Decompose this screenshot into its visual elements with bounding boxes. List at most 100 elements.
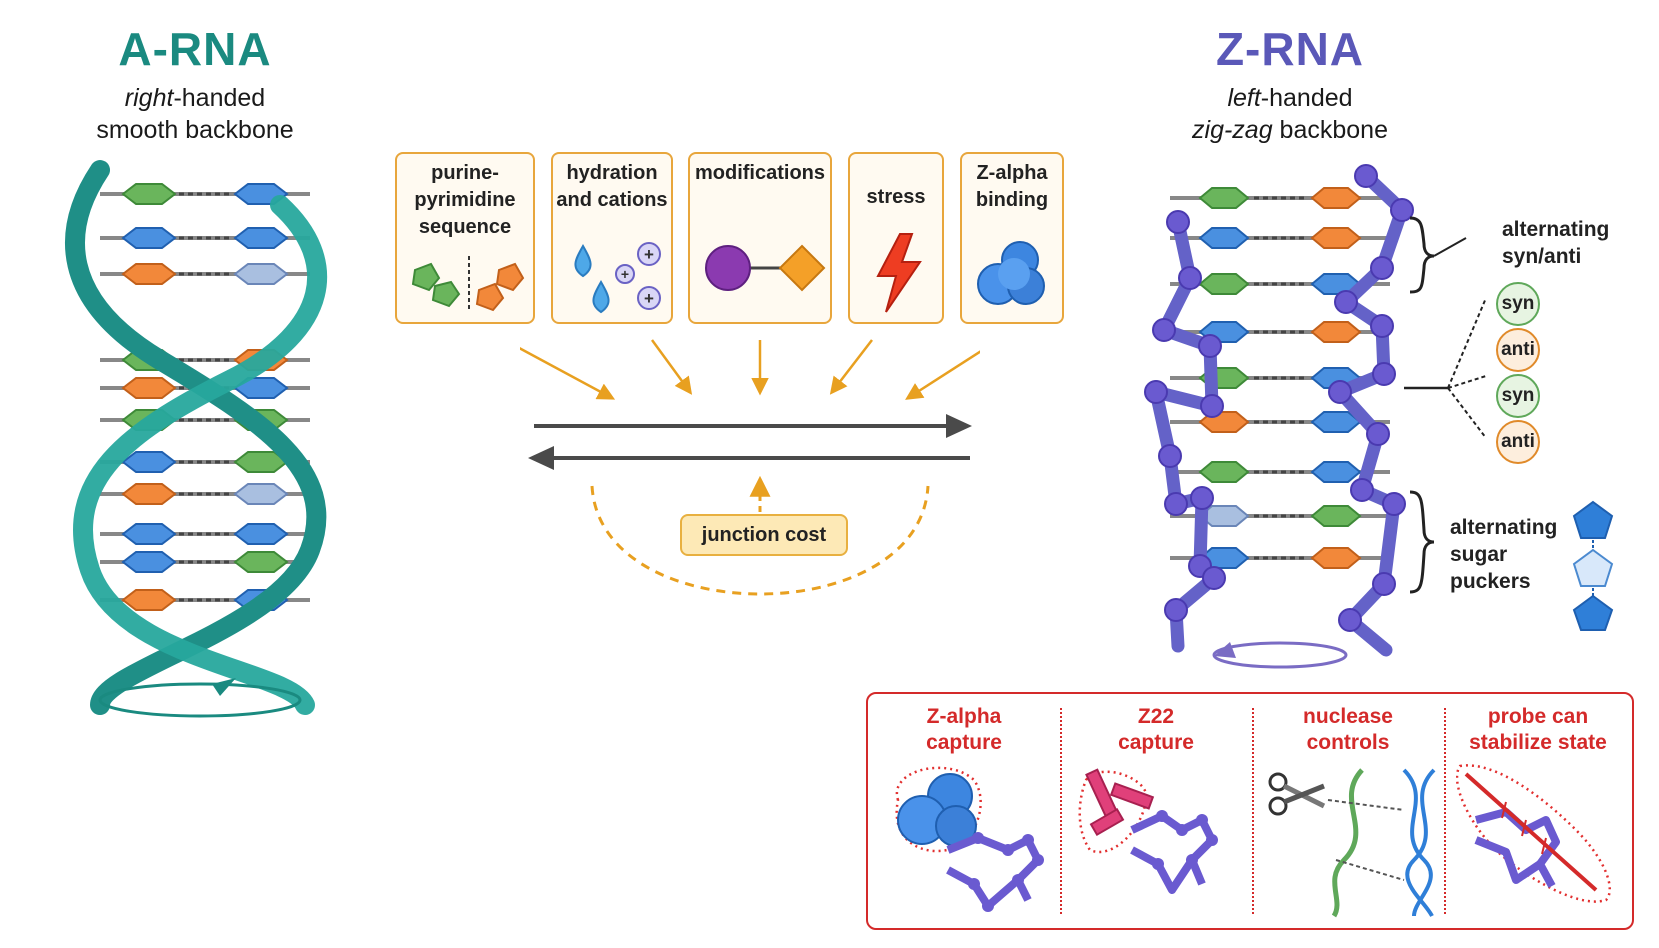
a-rna-helix [65, 160, 328, 718]
evidence-z22-label: Z22 capture [1118, 705, 1194, 754]
evidence-zalpha-label: Z-alpha capture [926, 705, 1002, 754]
base-icon [121, 183, 177, 205]
water-cations-icon: + + + [574, 242, 661, 314]
a-rna-backbone-strand-2 [73, 195, 328, 715]
z-rna-rotation-arrow [1212, 641, 1348, 669]
probe-stabilize-illustration [1456, 764, 1611, 903]
phosphate-node [1354, 164, 1378, 188]
factor-modifications-label: modifications [694, 162, 825, 184]
a-rna-rotation-arrowhead [212, 678, 236, 696]
nuclease-controls-illustration [1268, 768, 1436, 918]
phosphate-node [1370, 256, 1394, 280]
z-rna-helix [1144, 164, 1414, 669]
phosphate-node [1164, 598, 1188, 622]
phosphate-node [1372, 572, 1396, 596]
conformation-syn-1: syn [1496, 282, 1540, 326]
phosphate-node [1202, 566, 1226, 590]
phosphate-node [1366, 422, 1390, 446]
sugar-pucker-icons [1572, 500, 1614, 631]
a-rna-handedness: right [124, 84, 174, 112]
factor-arrow-5 [905, 350, 980, 400]
z-rna-base-pairs [1170, 187, 1390, 569]
z-rna-handedness: left [1227, 84, 1261, 112]
base-icon [1310, 547, 1362, 569]
a-rna-backbone-strand-1 [65, 160, 327, 715]
z-rna-phosphate-nodes [1144, 164, 1414, 632]
conformation-anti-1: anti [1496, 328, 1540, 372]
base-icon [233, 263, 289, 285]
base-icon [121, 483, 177, 505]
base-icon [121, 451, 177, 473]
phosphate-node [1178, 266, 1202, 290]
base-icon [121, 377, 177, 399]
base-icon [121, 523, 177, 545]
phosphate-node [1158, 444, 1182, 468]
conformation-syn-2: syn [1496, 374, 1540, 418]
zalpha-capture-illustration [895, 766, 1044, 912]
base-icon [1310, 227, 1362, 249]
phosphate-node [1164, 492, 1188, 516]
factor-sequence-box: purine- pyrimidine sequence [395, 152, 535, 324]
phosphate-node [1382, 492, 1406, 516]
z-rna-title: Z-RNA [1215, 23, 1365, 75]
scissors-icon [1268, 772, 1326, 816]
a-rna-backbone-label: smooth backbone [96, 116, 294, 144]
z-rna-subtitle: left-handed zig-zag backbone [1135, 82, 1445, 146]
purine-pyrimidine-icon [411, 256, 525, 312]
alternating-syn-anti-label: alternating syn/anti [1502, 218, 1610, 268]
reverse-arrowhead [528, 446, 554, 470]
evidence-divider-1 [1060, 708, 1062, 914]
phosphate-node [1166, 210, 1190, 234]
modification-icon [705, 244, 826, 292]
phosphate-node [1370, 314, 1394, 338]
phosphate-node [1328, 380, 1352, 404]
base-icon [1310, 321, 1362, 343]
phosphate-node [1390, 198, 1414, 222]
evidence-nuclease-label: nuclease controls [1303, 705, 1393, 754]
phosphate-node [1372, 362, 1396, 386]
a-rna-title: A-RNA [118, 23, 272, 75]
phosphate-node [1350, 478, 1374, 502]
z22-capture-illustration [1078, 768, 1218, 894]
factor-hydration-box: hydration and cations + + + [551, 152, 673, 324]
factor-modifications-box: modifications [688, 152, 832, 324]
factor-stress-label: stress [866, 186, 926, 208]
phosphate-node [1198, 334, 1222, 358]
base-icon [1198, 505, 1250, 527]
evidence-divider-3 [1444, 708, 1446, 914]
phosphate-node [1190, 486, 1214, 510]
base-icon [1310, 461, 1362, 483]
base-icon [1310, 505, 1362, 527]
forward-arrowhead [946, 414, 972, 438]
z-rna-backbone-rest: backbone [1272, 116, 1388, 144]
z-rna-handed-suffix: -handed [1260, 84, 1353, 112]
base-icon [1198, 187, 1250, 209]
phosphate-node [1334, 290, 1358, 314]
base-icon [121, 263, 177, 285]
base-icon [233, 483, 289, 505]
factor-stress-box: stress [848, 152, 944, 324]
phosphate-node [1144, 380, 1168, 404]
lightning-icon [876, 233, 922, 313]
phosphate-node [1200, 394, 1224, 418]
factor-arrow-4 [829, 339, 873, 395]
base-icon [1198, 273, 1250, 295]
a-rna-subtitle: right-handed smooth backbone [40, 82, 350, 146]
base-icon [1198, 461, 1250, 483]
factor-arrow-2 [650, 339, 693, 395]
factor-zalpha-label: Z-alpha binding [975, 162, 1049, 211]
base-icon [233, 523, 289, 545]
conformation-anti-2: anti [1496, 420, 1540, 464]
evidence-divider-2 [1252, 708, 1254, 914]
protein-blob-icon [977, 241, 1045, 305]
factor-arrow-1 [520, 347, 616, 400]
plus-icon: + [644, 245, 654, 264]
evidence-probe-label: probe can stabilize state [1469, 705, 1607, 754]
base-icon [121, 551, 177, 573]
factor-zalpha-box: Z-alpha binding [960, 152, 1064, 324]
plus-icon: + [644, 289, 654, 308]
a-rna-rotation-arrow [98, 682, 302, 718]
factor-hydration-label: hydration and cations [556, 162, 668, 211]
base-icon [121, 589, 177, 611]
base-icon [121, 227, 177, 249]
